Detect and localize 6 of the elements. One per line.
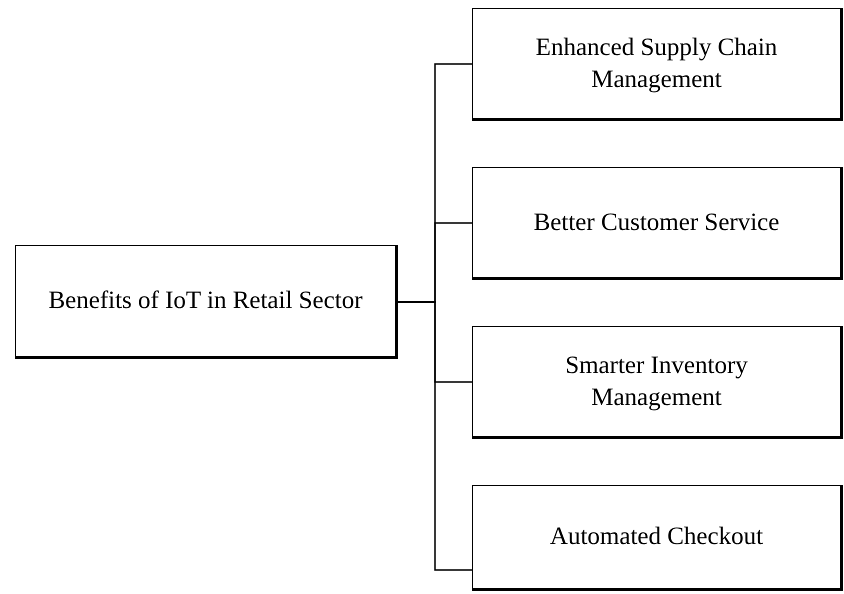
text-box: Smarter Inventory Management: [472, 326, 843, 439]
text-box: Automated Checkout: [472, 485, 843, 591]
text-box: Enhanced Supply Chain Management: [472, 8, 843, 121]
text-box: Better Customer Service: [472, 167, 843, 280]
connector-line: [398, 301, 472, 571]
text-box: Benefits of IoT in Retail Sector: [15, 245, 398, 359]
